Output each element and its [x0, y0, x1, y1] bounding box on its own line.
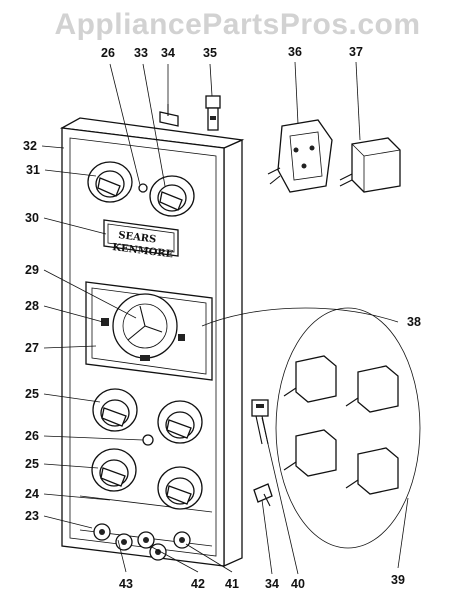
- knob-block-37: [339, 137, 401, 193]
- callout-33: 33: [134, 46, 148, 60]
- callout-25-mid: 25: [25, 387, 39, 401]
- callout-26-mid: 26: [25, 429, 39, 443]
- callout-29: 29: [25, 263, 39, 277]
- callout-40: 40: [291, 577, 305, 591]
- clock-window: [85, 281, 213, 381]
- bottom-clip-34: [253, 483, 273, 507]
- callout-26-top: 26: [101, 46, 115, 60]
- knob-group-39: [275, 307, 421, 549]
- lamp-socket-40: [251, 399, 269, 445]
- callout-24: 24: [25, 487, 39, 501]
- callout-25-low: 25: [25, 457, 39, 471]
- callout-28: 28: [25, 299, 39, 313]
- top-clip-35: [205, 95, 221, 131]
- callout-labels: 26 33 34 35 36 37 32 31 30 29 28 38 27 2…: [23, 45, 421, 591]
- callout-32: 32: [23, 139, 37, 153]
- callout-38: 38: [407, 315, 421, 329]
- logo-plate: SEARS KENMORE: [103, 219, 179, 260]
- knob-low-left: [91, 448, 137, 492]
- callout-41: 41: [225, 577, 239, 591]
- callout-43: 43: [119, 577, 133, 591]
- rotary-switch: [267, 119, 333, 193]
- top-knob-right: [149, 175, 195, 217]
- callout-31: 31: [26, 163, 40, 177]
- callout-23: 23: [25, 509, 39, 523]
- watermark-text: AppliancePartsPros.com: [54, 8, 421, 41]
- push-buttons: [93, 523, 191, 561]
- callout-37: 37: [349, 45, 363, 59]
- indicator-light-mid: [142, 434, 154, 446]
- indicator-light-top: [138, 183, 148, 193]
- callout-36: 36: [288, 45, 302, 59]
- callout-27: 27: [25, 341, 39, 355]
- callout-30: 30: [25, 211, 39, 225]
- callout-34-bottom: 34: [265, 577, 279, 591]
- callout-35: 35: [203, 46, 217, 60]
- knob-low-right: [157, 466, 203, 510]
- logo-line1: SEARS: [118, 230, 157, 246]
- top-clip-34: [159, 104, 179, 127]
- top-knob-left: [87, 161, 133, 203]
- leader-lines: [41, 61, 409, 575]
- callout-42: 42: [191, 577, 205, 591]
- callout-39: 39: [391, 573, 405, 587]
- knob-mid-right: [157, 400, 203, 444]
- callout-34-top: 34: [161, 46, 175, 60]
- knob-mid-left: [92, 388, 138, 432]
